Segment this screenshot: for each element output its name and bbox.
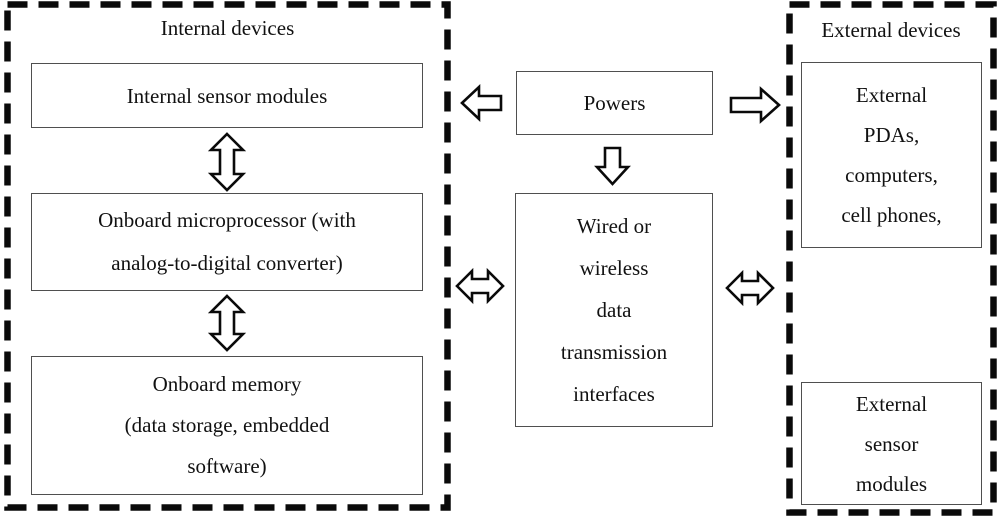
data-transmission-interfaces-box: Wired or wireless data transmission inte… — [515, 193, 713, 427]
left-right-arrow-icon — [725, 269, 775, 307]
internal-sensor-modules-box: Internal sensor modules — [31, 63, 423, 128]
powers-box: Powers — [516, 71, 713, 135]
external-panel-title: External devices — [821, 18, 961, 42]
onboard-memory-box: Onboard memory (data storage, embedded s… — [31, 356, 423, 495]
external-sensor-modules-box: External sensor modules — [801, 382, 982, 505]
up-down-arrow-icon — [207, 294, 247, 352]
left-right-arrow-icon — [455, 267, 505, 305]
internal-panel-title: Internal devices — [160, 16, 295, 40]
external-pda-computers-box: External PDAs, computers, cell phones, — [801, 62, 982, 248]
internal-devices-panel-border — [4, 1, 451, 511]
external-devices-panel-border — [786, 1, 997, 516]
onboard-microprocessor-box: Onboard microprocessor (with analog-to-d… — [31, 193, 423, 291]
right-arrow-icon — [729, 86, 781, 124]
left-arrow-icon — [460, 83, 503, 123]
down-arrow-icon — [594, 146, 631, 186]
up-down-arrow-icon — [207, 132, 247, 192]
